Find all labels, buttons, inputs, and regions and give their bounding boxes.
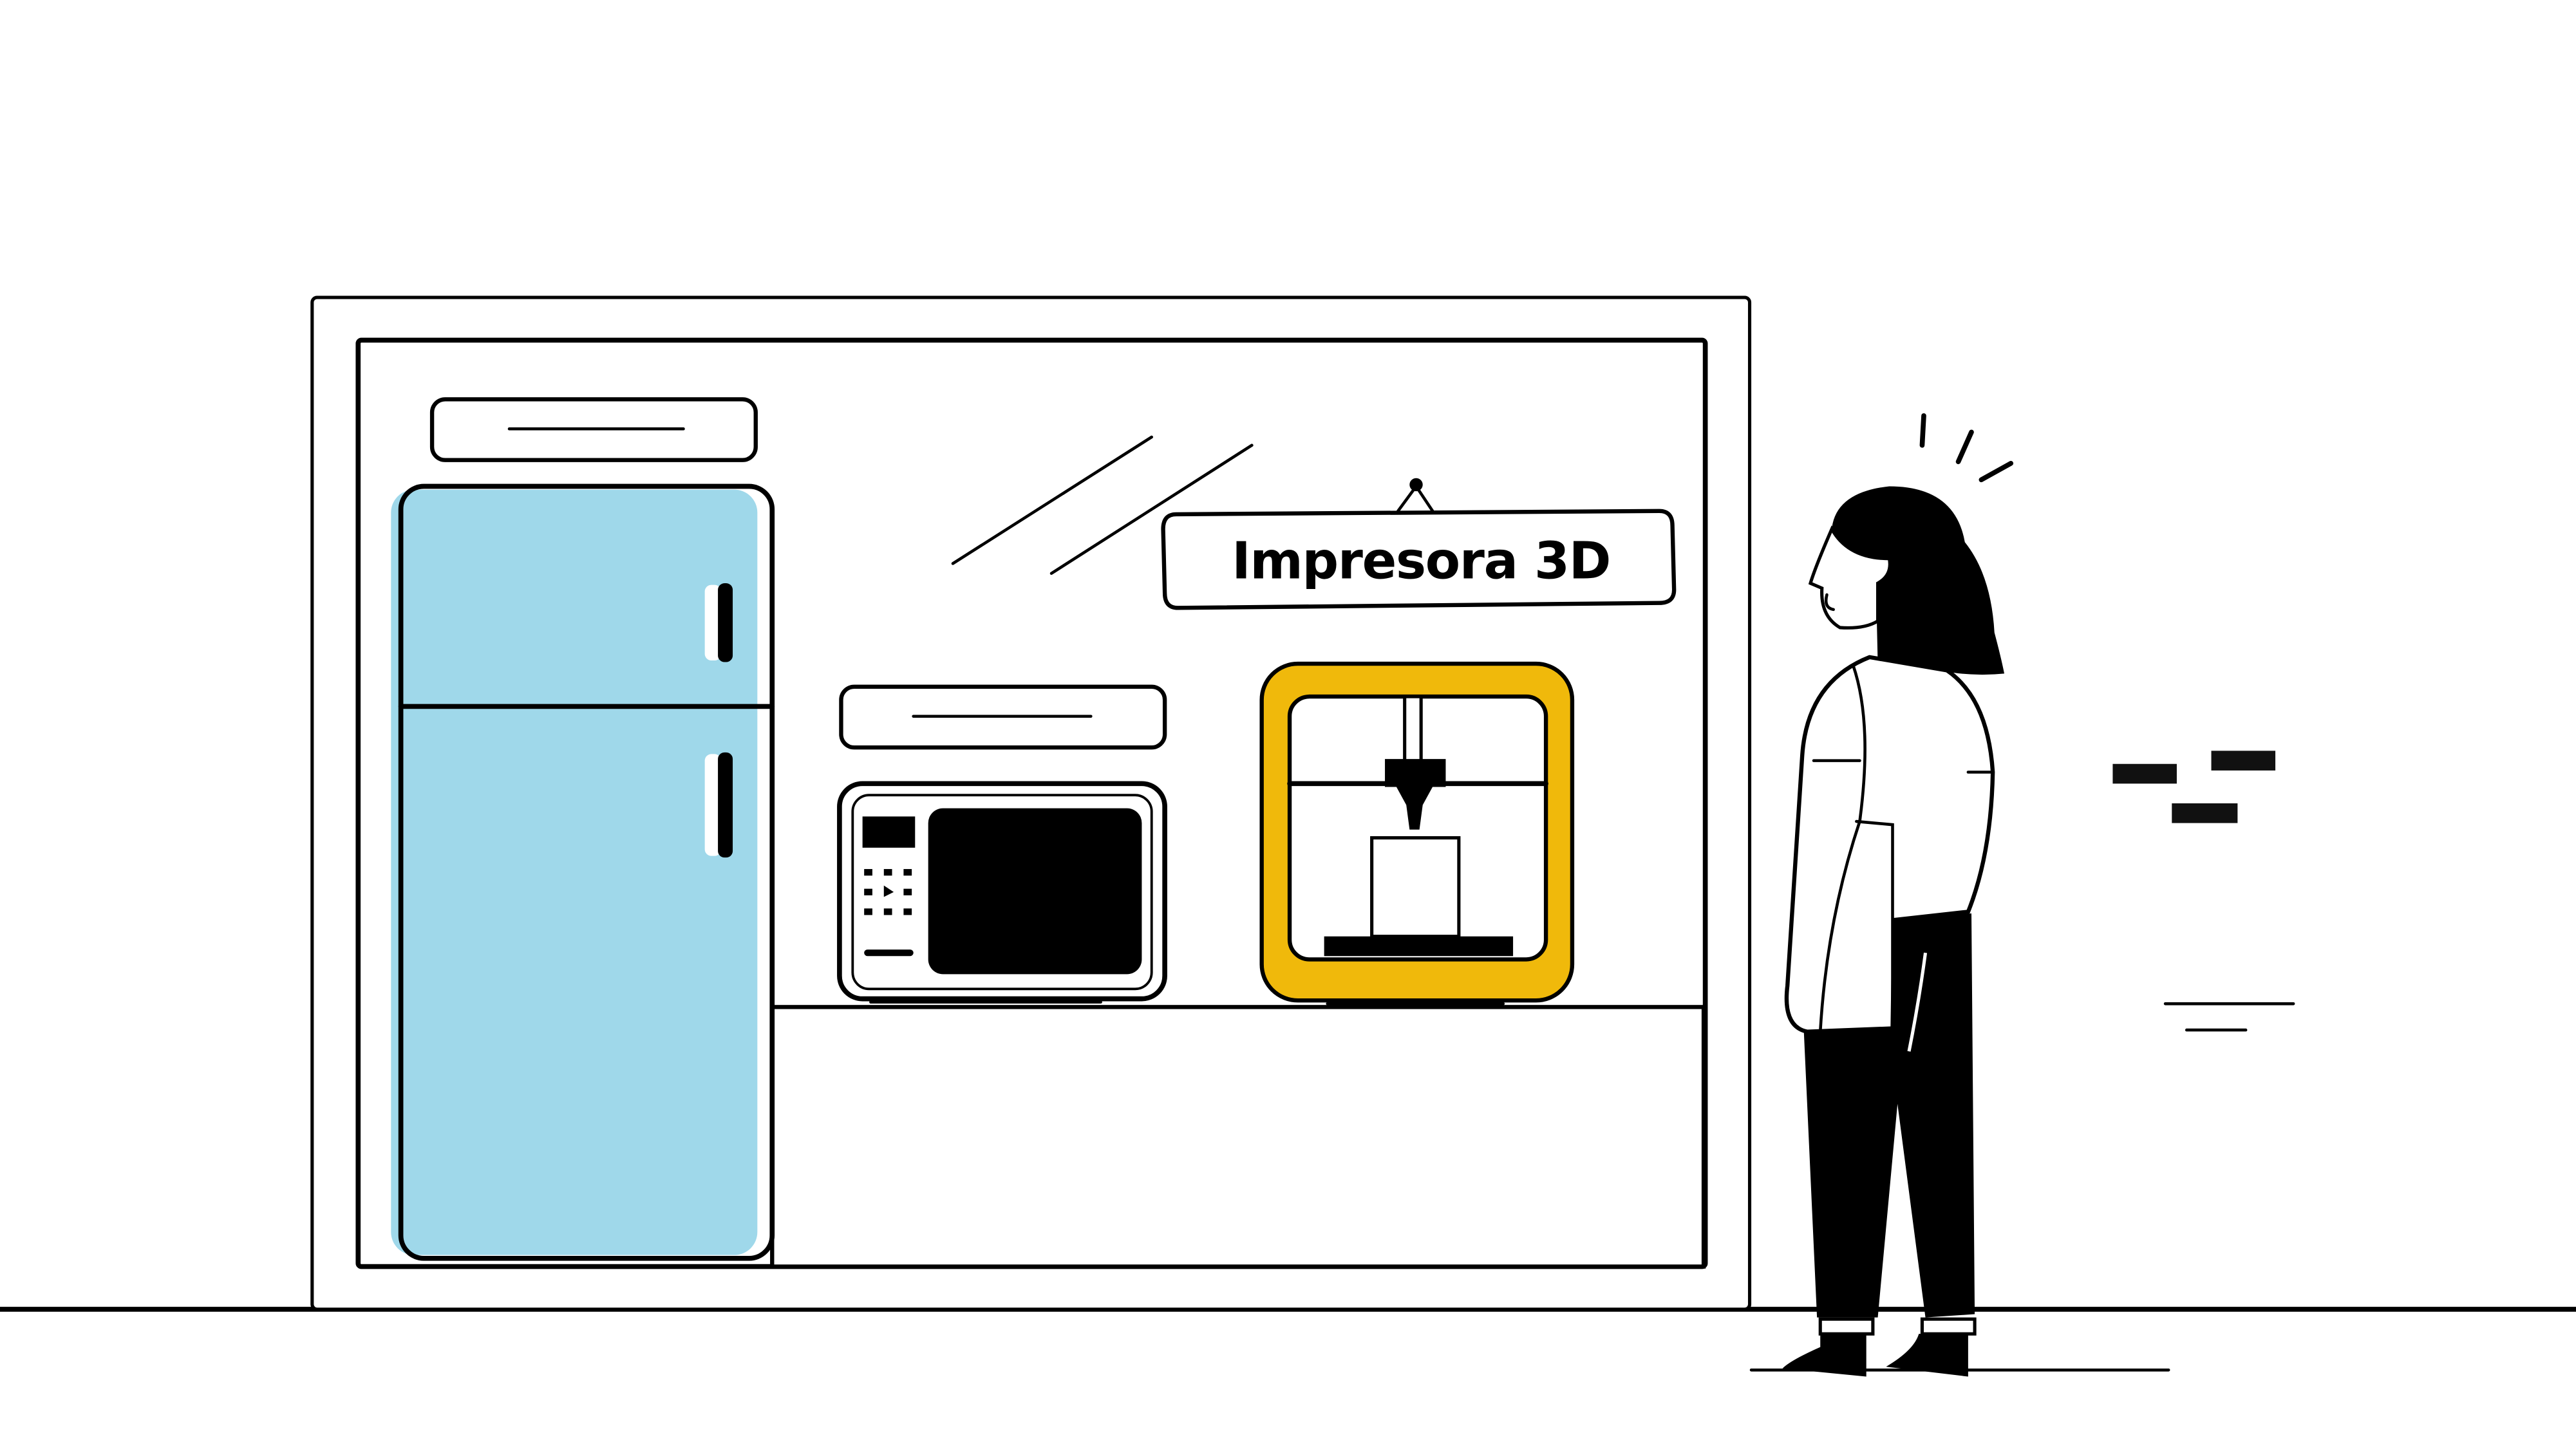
fridge-bottom-handle (704, 754, 722, 856)
print-bed (1324, 936, 1514, 957)
printer-sign: Impresora 3D (1161, 478, 1677, 610)
surprise-marks (1919, 413, 2014, 483)
3d-printer (1259, 661, 1575, 1005)
refrigerator (391, 397, 775, 1261)
person-looking-at-window (1749, 413, 2170, 1377)
fridge-top-handle (704, 584, 722, 660)
printer-sign-label: Impresora 3D (1232, 531, 1610, 590)
glass-reflection (951, 435, 1254, 575)
display-counter (770, 1005, 1706, 1269)
microwave (837, 684, 1167, 1004)
printed-object (1370, 836, 1461, 939)
background-dashes (2112, 751, 2295, 1032)
